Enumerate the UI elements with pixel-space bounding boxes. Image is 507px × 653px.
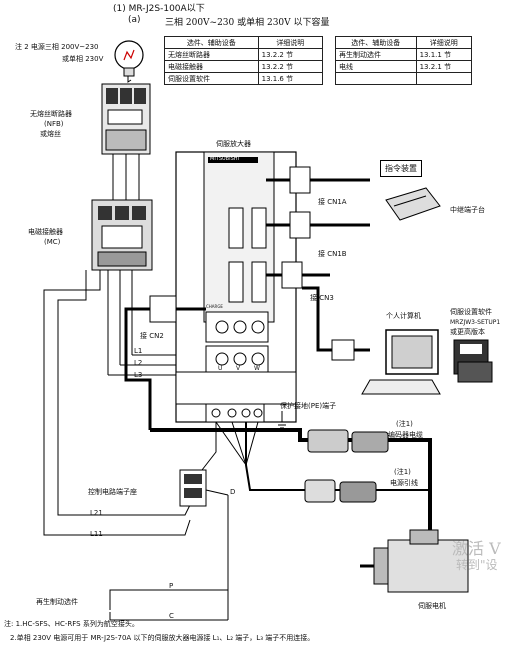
pwr-cable-label: 电源引线 bbox=[390, 479, 418, 487]
table-cell bbox=[415, 72, 473, 85]
section-heading: (1) MR-J2S-100A以下 bbox=[113, 4, 205, 14]
mc-label-1: 电磁接触器 bbox=[28, 228, 63, 236]
note-2: 2.单相 230V 电源可用于 MR-J2S-70A 以下的伺服放大器电源接 L… bbox=[10, 634, 315, 642]
motor-label: 伺服电机 bbox=[418, 602, 446, 610]
ground-icon bbox=[276, 411, 288, 429]
nfb-label-3: 或熔丝 bbox=[40, 130, 61, 138]
column-header: 选件、辅助设备 bbox=[164, 36, 259, 49]
l3-label: L3 bbox=[134, 371, 143, 379]
watermark-2: 转到"设 bbox=[456, 558, 498, 572]
l2-label: L2 bbox=[134, 359, 143, 367]
servo-amplifier bbox=[175, 151, 297, 423]
cn2-connector bbox=[124, 295, 206, 430]
pwr-note: (注1) bbox=[394, 468, 411, 476]
enc-cable-label: 编码器电缆 bbox=[388, 431, 423, 439]
pc-label: 个人计算机 bbox=[386, 312, 421, 320]
w-label: W bbox=[254, 365, 260, 372]
setup-sw-1: 伺服设置软件 bbox=[450, 308, 492, 316]
l1-label: L1 bbox=[134, 347, 143, 355]
relay-terminal-icon bbox=[385, 187, 441, 221]
nfb-label-2: (NFB) bbox=[44, 120, 64, 128]
v-label: V bbox=[236, 365, 241, 372]
power-note-1: 注 2 电源三相 200V~230 bbox=[15, 43, 99, 51]
power-connector-icon bbox=[304, 479, 377, 503]
encoder-cable bbox=[150, 428, 432, 540]
cn1a-label: 接 CN1A bbox=[318, 198, 347, 206]
contactor-icon bbox=[91, 199, 153, 375]
column-header: 详细说明 bbox=[415, 36, 473, 49]
relay-terminal-label: 中继端子台 bbox=[450, 206, 485, 214]
power-source-icon bbox=[114, 40, 144, 83]
uvw-fanout bbox=[215, 421, 259, 466]
power-note-2: 或单相 230V bbox=[62, 55, 104, 63]
servo-motor-icon bbox=[360, 529, 469, 593]
regen-label: 再生制动选件 bbox=[36, 598, 78, 606]
cn3-label: 接 CN3 bbox=[310, 294, 334, 302]
ctrl-terminal-label: 控制电路端子座 bbox=[88, 488, 137, 496]
command-device-box: 指令装置 bbox=[380, 160, 422, 177]
setup-sw-3: 或更高版本 bbox=[450, 328, 485, 336]
servo-amp-label: 伺服放大器 bbox=[216, 140, 251, 148]
software-disk-icon bbox=[453, 339, 493, 383]
circuit-breaker-icon bbox=[101, 83, 151, 200]
subsection-marker: (a) bbox=[128, 15, 141, 25]
setup-sw-2: MRZJW3-SETUP1 bbox=[450, 319, 501, 326]
charge-label: CHARGE bbox=[206, 304, 223, 309]
watermark-1: 激活 V bbox=[452, 539, 501, 558]
l21-label: L21 bbox=[90, 509, 103, 517]
mc-label-2: (MC) bbox=[44, 238, 61, 246]
table-cell: 13.1.6 节 bbox=[257, 72, 324, 85]
l11-label: L11 bbox=[90, 530, 103, 538]
nfb-label-1: 无熔丝断路器 bbox=[30, 110, 72, 118]
regen-lines bbox=[109, 422, 229, 621]
cn-cables bbox=[266, 166, 370, 361]
c-label: C bbox=[169, 612, 174, 620]
encoder-connector-icon bbox=[307, 429, 389, 453]
pe-label: 保护接地(PE)端子 bbox=[280, 402, 337, 410]
cn2-label: 接 CN2 bbox=[140, 332, 164, 340]
cn1b-label: 接 CN1B bbox=[318, 250, 347, 258]
enc-note: (注1) bbox=[396, 420, 413, 428]
laptop-icon bbox=[361, 329, 441, 395]
control-terminal-icon bbox=[179, 469, 229, 507]
brand-label: MITSUBISHI bbox=[210, 156, 239, 162]
d-label: D bbox=[230, 488, 236, 496]
u-label: U bbox=[218, 365, 223, 372]
subsection-heading: 三相 200V~230 或单相 230V 以下容量 bbox=[165, 18, 330, 28]
p-label: P bbox=[169, 582, 174, 590]
note-1: 注: 1.HC-SFS、HC-RFS 系列为航空接头。 bbox=[4, 620, 139, 628]
